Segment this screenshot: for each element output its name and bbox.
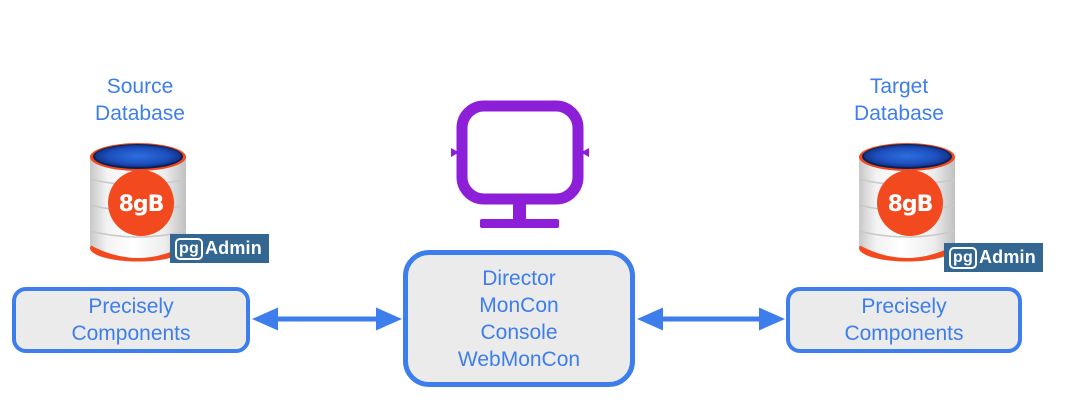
source-box-line2: Components: [71, 322, 191, 345]
source-label-line2: Database: [95, 102, 185, 125]
target-box-line2: Components: [844, 322, 964, 345]
monitor-base: [480, 219, 559, 228]
arrowhead-right: [376, 307, 402, 331]
right-bidirectional-arrow: [637, 307, 785, 331]
source-pgadmin-badge: pg Admin: [170, 234, 269, 263]
center-box-line1: Director: [482, 266, 556, 290]
target-label-line1: Target: [869, 75, 929, 98]
cylinder-top: [864, 145, 950, 167]
source-box-line1: Precisely: [88, 295, 174, 318]
edb-logo-glyph: 8gB: [119, 192, 164, 217]
edb-logo-glyph: 8gB: [888, 192, 933, 217]
arrowhead-right: [759, 307, 785, 331]
target-pgadmin-badge: pg Admin: [944, 243, 1043, 272]
monitor-left-tick: [451, 148, 459, 157]
edb-logo: [877, 170, 943, 236]
monitor-screen: [456, 100, 584, 205]
target-precisely-components-box: Precisely Components: [786, 287, 1022, 353]
center-box-line3: Console: [480, 320, 558, 344]
source-database-icon: 8gB: [89, 143, 187, 262]
target-database-label: Target Database: [799, 73, 999, 127]
pg-logo-mark: pg: [949, 246, 977, 269]
target-label-line2: Database: [854, 102, 944, 125]
monitor-stand: [513, 199, 526, 221]
cylinder-top: [95, 145, 181, 167]
center-box-line4: WebMonCon: [457, 347, 581, 371]
source-label-line1: Source: [106, 75, 174, 98]
monitor-icon: [451, 100, 589, 228]
pgadmin-wordmark: Admin: [978, 247, 1036, 267]
center-box-line2: MonCon: [479, 293, 559, 317]
pgadmin-wordmark: Admin: [204, 238, 262, 258]
source-precisely-components-box: Precisely Components: [12, 287, 250, 353]
monitor-right-tick: [581, 148, 589, 157]
target-box-line1: Precisely: [861, 295, 947, 318]
left-bidirectional-arrow: [252, 307, 402, 331]
source-database-label: Source Database: [40, 73, 240, 127]
target-database-icon: 8gB: [858, 143, 956, 262]
director-console-box: Director MonCon Console WebMonCon: [403, 250, 635, 387]
arrowhead-left: [252, 307, 278, 331]
pg-logo-mark: pg: [175, 237, 203, 260]
edb-logo: [108, 170, 174, 236]
arrowhead-left: [637, 307, 663, 331]
